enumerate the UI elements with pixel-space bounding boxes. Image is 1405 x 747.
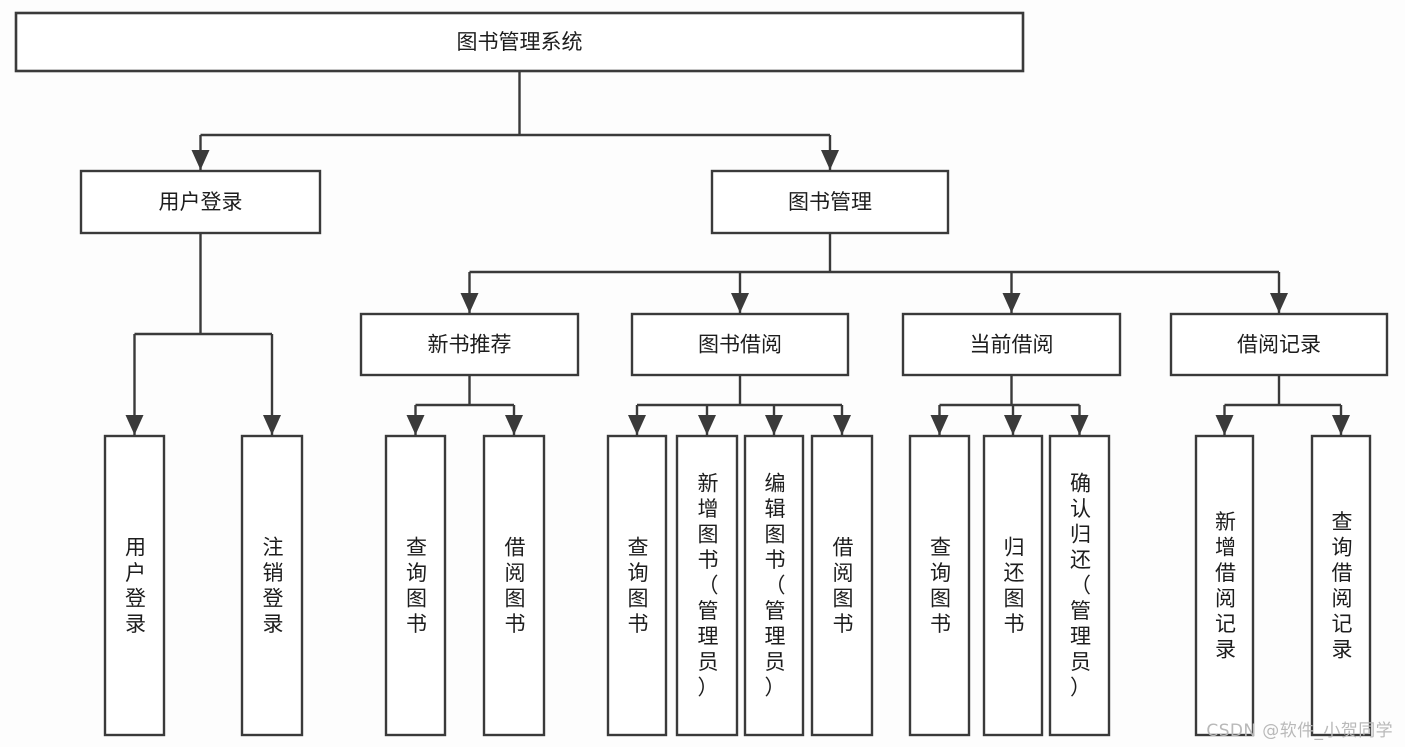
- arrow-head-icon: [833, 415, 851, 435]
- arrow-head-icon: [628, 415, 646, 435]
- arrow-head-icon: [731, 293, 749, 313]
- node-label-n_user_login: 用户登录: [159, 190, 243, 214]
- node-box-l_cb_return[interactable]: [982, 434, 1044, 737]
- node-n_user_login[interactable]: 用户登录: [79, 169, 322, 235]
- node-l_cb_confirm[interactable]: 确认归还（管理员）: [1048, 434, 1111, 737]
- node-l_br_add[interactable]: 新增借阅记录: [1194, 434, 1255, 737]
- node-box-l_user_login[interactable]: [103, 434, 166, 737]
- node-box-n_user_login[interactable]: [79, 169, 322, 235]
- node-label-n_borrow: 图书借阅: [698, 333, 782, 357]
- arrow-head-icon: [1332, 415, 1350, 435]
- node-label-l_br_add: 新增借阅记录: [1215, 510, 1236, 662]
- node-n_record[interactable]: 借阅记录: [1169, 312, 1389, 377]
- node-box-n_current[interactable]: [901, 312, 1122, 377]
- node-box-l_bb_borrow[interactable]: [810, 434, 874, 737]
- node-box-root[interactable]: [14, 11, 1025, 73]
- node-l_bb_edit[interactable]: 编辑图书（管理员）: [743, 434, 805, 737]
- arrow-head-icon: [821, 150, 839, 170]
- node-box-l_bb_add[interactable]: [675, 434, 739, 737]
- node-label-l_cb_return: 归还图书: [1004, 535, 1025, 636]
- node-n_book_mgmt[interactable]: 图书管理: [710, 169, 950, 235]
- node-l_user_login[interactable]: 用户登录: [103, 434, 166, 737]
- arrow-head-icon: [191, 150, 210, 170]
- node-label-l_bb_edit: 编辑图书（管理员）: [765, 472, 786, 700]
- arrow-head-icon: [1004, 415, 1022, 435]
- node-n_current[interactable]: 当前借阅: [901, 312, 1122, 377]
- node-box-l_nb_borrow[interactable]: [482, 434, 546, 737]
- arrow-head-icon: [1002, 293, 1021, 313]
- node-l_bb_add[interactable]: 新增图书（管理员）: [675, 434, 739, 737]
- node-label-l_bb_add: 新增图书（管理员）: [698, 472, 719, 700]
- node-box-l_cb_query[interactable]: [908, 434, 971, 737]
- node-box-n_new_book[interactable]: [359, 312, 580, 377]
- node-box-l_nb_query[interactable]: [384, 434, 447, 737]
- arrow-head-icon: [406, 415, 425, 435]
- arrow-head-icon: [1215, 415, 1234, 435]
- arrow-head-icon: [460, 293, 479, 313]
- node-label-l_cb_confirm: 确认归还（管理员）: [1070, 472, 1091, 700]
- node-box-n_record[interactable]: [1169, 312, 1389, 377]
- arrow-head-icon: [765, 415, 783, 435]
- arrow-head-icon: [698, 415, 716, 435]
- arrow-head-icon: [1270, 293, 1288, 313]
- node-l_bb_query[interactable]: 查询图书: [606, 434, 668, 737]
- node-l_nb_borrow[interactable]: 借阅图书: [482, 434, 546, 737]
- node-box-n_book_mgmt[interactable]: [710, 169, 950, 235]
- arrow-head-icon: [930, 415, 949, 435]
- node-l_user_logout[interactable]: 注销登录: [240, 434, 304, 737]
- node-label-l_user_login: 用户登录: [125, 535, 146, 636]
- node-box-l_bb_edit[interactable]: [743, 434, 805, 737]
- node-box-n_borrow[interactable]: [630, 312, 850, 377]
- csdn-watermark: CSDN @软件_小贺同学: [1206, 721, 1393, 741]
- node-l_cb_return[interactable]: 归还图书: [982, 434, 1044, 737]
- node-label-l_cb_query: 查询图书: [930, 535, 951, 636]
- node-label-n_new_book: 新书推荐: [428, 333, 512, 357]
- node-box-l_br_query[interactable]: [1310, 434, 1372, 737]
- node-label-l_br_query: 查询借阅记录: [1332, 510, 1353, 662]
- node-box-l_bb_query[interactable]: [606, 434, 668, 737]
- node-root[interactable]: 图书管理系统: [14, 11, 1025, 73]
- node-label-l_user_logout: 注销登录: [263, 535, 284, 636]
- arrow-head-icon: [1070, 415, 1089, 435]
- node-l_br_query[interactable]: 查询借阅记录: [1310, 434, 1372, 737]
- arrow-head-icon: [263, 415, 281, 435]
- node-label-l_bb_query: 查询图书: [628, 535, 649, 636]
- node-n_new_book[interactable]: 新书推荐: [359, 312, 580, 377]
- arrow-head-icon: [125, 415, 144, 435]
- node-label-root: 图书管理系统: [457, 30, 583, 54]
- node-n_borrow[interactable]: 图书借阅: [630, 312, 850, 377]
- node-label-n_current: 当前借阅: [970, 333, 1054, 357]
- node-l_nb_query[interactable]: 查询图书: [384, 434, 447, 737]
- arrow-head-icon: [505, 415, 523, 435]
- node-box-l_cb_confirm[interactable]: [1048, 434, 1111, 737]
- node-label-n_record: 借阅记录: [1237, 333, 1321, 357]
- node-label-l_nb_query: 查询图书: [406, 535, 427, 636]
- node-box-l_br_add[interactable]: [1194, 434, 1255, 737]
- connector-layer: [125, 71, 1350, 435]
- node-l_cb_query[interactable]: 查询图书: [908, 434, 971, 737]
- node-l_bb_borrow[interactable]: 借阅图书: [810, 434, 874, 737]
- node-label-n_book_mgmt: 图书管理: [788, 190, 872, 214]
- node-box-l_user_logout[interactable]: [240, 434, 304, 737]
- node-label-l_nb_borrow: 借阅图书: [505, 535, 526, 636]
- node-label-l_bb_borrow: 借阅图书: [833, 535, 854, 636]
- node-layer: 图书管理系统用户登录图书管理新书推荐图书借阅当前借阅借阅记录用户登录注销登录查询…: [14, 11, 1389, 737]
